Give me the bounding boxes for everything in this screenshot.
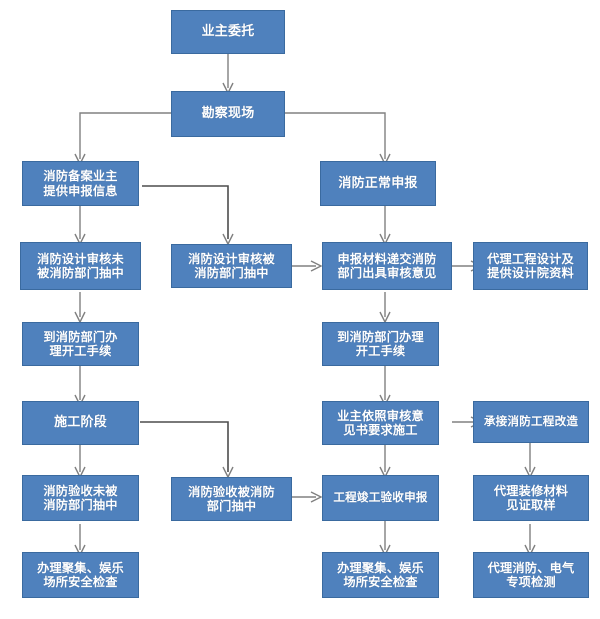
node-agent-decor-material-sampling[interactable]: 代理装修材料 见证取样	[473, 475, 589, 521]
node-completion-acceptance-report[interactable]: 工程竣工验收申报	[322, 475, 439, 521]
node-acceptance-drawn[interactable]: 消防验收被消防 部门抽中	[171, 477, 292, 521]
node-safety-check-mid[interactable]: 办理聚集、娱乐 场所安全检查	[322, 552, 439, 598]
node-design-review-drawn[interactable]: 消防设计审核被 消防部门抽中	[171, 244, 292, 288]
node-undertake-fire-reform[interactable]: 承接消防工程改造	[473, 401, 589, 443]
node-acceptance-not-drawn[interactable]: 消防验收未被 消防部门抽中	[22, 475, 139, 521]
node-owner-construct-per-opinion[interactable]: 业主依照审核意 见书要求施工	[322, 401, 439, 445]
node-site-survey[interactable]: 勘察现场	[171, 91, 285, 137]
node-owner-commission[interactable]: 业主委托	[171, 10, 285, 54]
node-submit-materials-opinion[interactable]: 申报材料递交消防 部门出具审核意见	[322, 242, 452, 290]
node-safety-check-left[interactable]: 办理聚集、娱乐 场所安全检查	[22, 552, 139, 598]
node-fire-record-owner[interactable]: 消防备案业主 提供申报信息	[22, 161, 139, 206]
node-design-review-not-drawn[interactable]: 消防设计审核未 被消防部门抽中	[20, 242, 141, 290]
node-agent-fire-electric-test[interactable]: 代理消防、电气 专项检测	[473, 552, 589, 598]
node-construction-stage[interactable]: 施工阶段	[22, 401, 139, 445]
node-start-work-left[interactable]: 到消防部门办 理开工手续	[22, 322, 139, 366]
node-fire-normal-report[interactable]: 消防正常申报	[320, 161, 436, 206]
node-start-work-right[interactable]: 到消防部门办理 开工手续	[322, 322, 439, 366]
node-agent-design-institute[interactable]: 代理工程设计及 提供设计院资料	[473, 242, 588, 290]
